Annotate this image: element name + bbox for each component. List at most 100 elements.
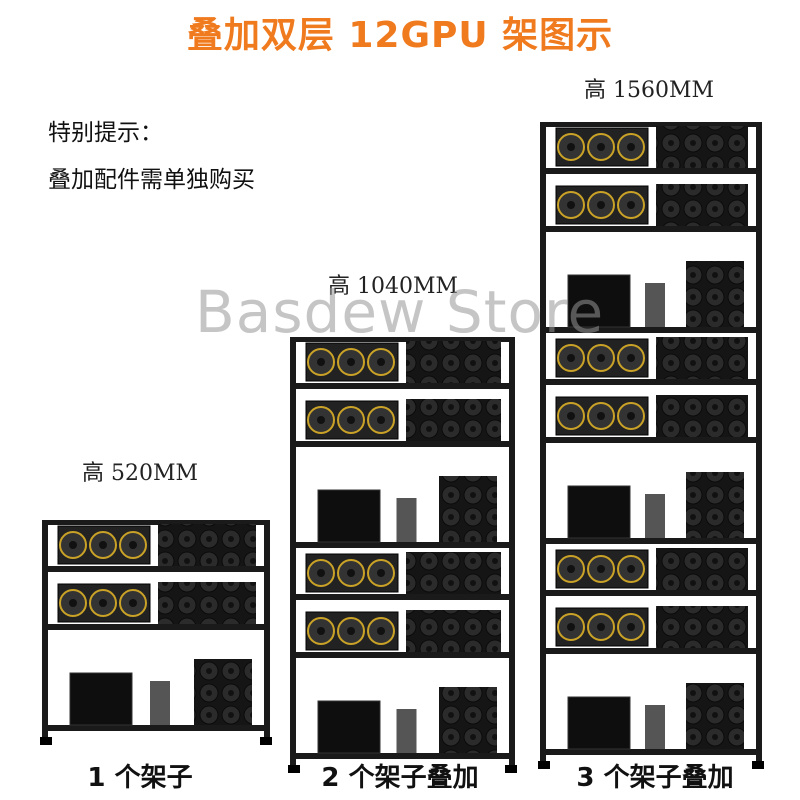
rack3-foot-left <box>538 761 550 769</box>
rack1-tier1-gpu-hub <box>69 599 77 607</box>
rack2-tier5-psu-fan <box>439 687 497 753</box>
rack3-tier6-gpu-hub <box>597 565 605 573</box>
rack2-height-label: 高 1040MM <box>328 274 459 299</box>
rack2-foot-left <box>288 765 300 773</box>
rack3-tier6-fan-wall <box>656 548 748 590</box>
rack3-post-right <box>756 122 762 765</box>
rack2-tier4-gpu-hub <box>347 627 355 635</box>
rack2-tier4-gpu-hub <box>377 627 385 635</box>
rack3-tier7-fan-wall <box>656 606 748 648</box>
rack1-foot-right <box>260 737 272 745</box>
rack1-tier0-gpu-hub <box>99 541 107 549</box>
rack2-tier3-gpu-hub <box>317 569 325 577</box>
rack3-tier5-shelf <box>546 538 756 544</box>
rack1-top-bar <box>42 520 270 525</box>
rack1-tier1-gpu-hub <box>129 599 137 607</box>
rack2-tier3-gpu-hub <box>377 569 385 577</box>
rack2-tier5-board <box>396 709 417 753</box>
rack2-tier4-gpu-hub <box>317 627 325 635</box>
rack2-tier3-gpu-hub <box>347 569 355 577</box>
rack2-top-bar <box>290 337 515 342</box>
rack1-post-right <box>264 520 270 741</box>
rack3-tier3-gpu-hub <box>597 354 605 362</box>
rack1-tier2-psu-fan <box>194 659 252 725</box>
note-heading: 特别提示： <box>48 120 163 146</box>
rack1-tier0-fan-wall <box>158 524 256 566</box>
rack2-tier2-board <box>396 498 417 542</box>
rack3-tier4-fan-wall <box>656 395 748 437</box>
rack3-height-label: 高 1560MM <box>584 78 715 103</box>
rack3-tier2-board <box>645 283 665 327</box>
rack3-tier4-gpu-hub <box>567 412 575 420</box>
rack3-tier4-shelf <box>546 437 756 443</box>
rack3-tier2-psu-fan <box>686 261 744 327</box>
rack1-height-label: 高 520MM <box>82 461 199 486</box>
rack2-tier3-shelf <box>296 594 509 600</box>
rack3-tier3-fan-wall <box>656 337 748 379</box>
rack1-caption: 1 个架子 <box>87 763 193 793</box>
rack2-tier4-fan-wall <box>406 610 501 652</box>
rack2-tier4-shelf <box>296 652 509 658</box>
rack3-caption: 3 个架子叠加 <box>576 763 734 793</box>
rack3-tier7-shelf <box>546 648 756 654</box>
rack3-tier6-gpu-hub <box>627 565 635 573</box>
rack3-tier5-psu <box>567 485 631 539</box>
rack2-tier0-gpu-hub <box>347 358 355 366</box>
rack2-tier1-gpu-hub <box>377 416 385 424</box>
rack3-tier0-gpu-hub <box>627 143 635 151</box>
rack2-tier0-gpu-hub <box>377 358 385 366</box>
rack3-tier4-gpu-hub <box>627 412 635 420</box>
rack3-tier6-shelf <box>546 590 756 596</box>
rack2-tier0-gpu-hub <box>317 358 325 366</box>
rack3-tier1-gpu-hub <box>567 201 575 209</box>
rack2-tier5-shelf <box>296 753 509 759</box>
rack2-post-left <box>290 337 296 769</box>
rack3-top-bar <box>540 122 762 127</box>
rack1-tier0-gpu-hub <box>69 541 77 549</box>
rack3-tier1-gpu-hub <box>597 201 605 209</box>
rack3-tier1-shelf <box>546 226 756 232</box>
rack2-tier3-fan-wall <box>406 552 501 594</box>
watermark: Basdew Store <box>195 278 605 346</box>
rack1-tier0-gpu-hub <box>129 541 137 549</box>
rack2-tier0-shelf <box>296 383 509 389</box>
rack2-tier5-psu <box>317 700 381 754</box>
rack3-tier1-fan-wall <box>656 184 748 226</box>
rack3-tier3-gpu-hub <box>627 354 635 362</box>
rack3-tier8-psu-fan <box>686 683 744 749</box>
rack3-tier8-psu <box>567 696 631 750</box>
rack1-post-left <box>42 520 48 741</box>
rack3-post-left <box>540 122 546 765</box>
rack2-post-right <box>509 337 515 769</box>
rack3-foot-right <box>752 761 764 769</box>
rack2-tier1-shelf <box>296 441 509 447</box>
rack3-tier8-board <box>645 705 665 749</box>
rack1-tier2-psu <box>69 672 133 726</box>
rack3-tier4-gpu-hub <box>597 412 605 420</box>
rack2-foot-right <box>505 765 517 773</box>
rack1-tier1-shelf <box>48 624 264 630</box>
rack2-tier1-gpu-hub <box>317 416 325 424</box>
page-title: 叠加双层 12GPU 架图示 <box>186 15 614 56</box>
rack1-tier0-shelf <box>48 566 264 572</box>
rack1-tier2-board <box>150 681 170 725</box>
rack1-tier2-shelf <box>48 725 264 731</box>
rack1-tier1-gpu-hub <box>99 599 107 607</box>
rack2-tier2-shelf <box>296 542 509 548</box>
rack3-tier5-psu-fan <box>686 472 744 538</box>
rack2-tier1-fan-wall <box>406 399 501 441</box>
rack2-tier1-gpu-hub <box>347 416 355 424</box>
rack3-tier2-psu <box>567 274 631 328</box>
rack1-foot-left <box>40 737 52 745</box>
rack2-tier0-fan-wall <box>406 341 501 383</box>
rack3-tier0-shelf <box>546 168 756 174</box>
rack3-tier7-gpu-hub <box>567 623 575 631</box>
rack1-tier1-fan-wall <box>158 582 256 624</box>
rack2-tier2-psu <box>317 489 381 543</box>
rack3-tier2-shelf <box>546 327 756 333</box>
rack2-tier2-psu-fan <box>439 476 497 542</box>
rack3-tier8-shelf <box>546 749 756 755</box>
rack3-tier0-gpu-hub <box>597 143 605 151</box>
rack3-tier5-board <box>645 494 665 538</box>
